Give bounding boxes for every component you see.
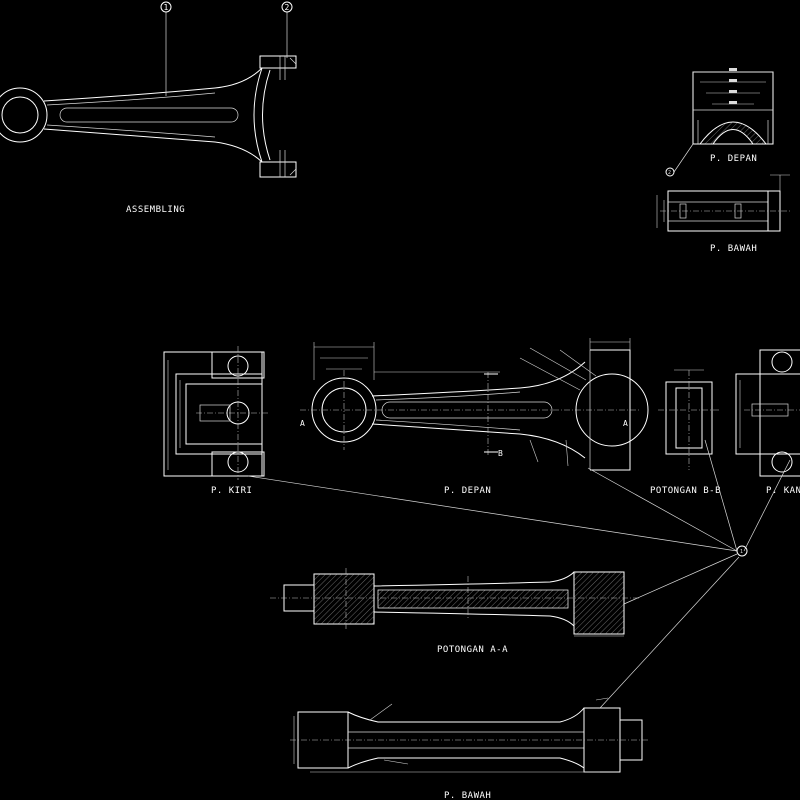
section-aa-label: POTONGAN A-A (437, 645, 508, 655)
balloon-1-main (736, 545, 748, 557)
section-bb-label: POTONGAN B-B (650, 486, 721, 496)
front-view-label: P. DEPAN (444, 486, 491, 496)
left-view: P. KIRI (163, 346, 270, 496)
balloon-1 (160, 1, 172, 13)
section-a-mark-left: A (300, 419, 305, 428)
section-aa-view: POTONGAN A-A (270, 568, 640, 655)
cap-bottom-label: P. BAWAH (710, 244, 757, 254)
cap-bottom-view: 2 P. BAWAH (656, 143, 790, 254)
balloon-2-number: 2 (285, 3, 290, 12)
cap-front-view: P. DEPAN (692, 68, 774, 164)
balloon-1-number: 1 (164, 3, 169, 12)
part-1-leaders: 1 (247, 439, 791, 709)
right-view-label: P. KAN (766, 486, 800, 496)
front-view: B A A P. DEPAN (300, 338, 649, 496)
bottom-view-label: P. BAWAH (444, 791, 491, 800)
section-bb-view: POTONGAN B-B (650, 369, 721, 496)
right-view: P. KAN (735, 349, 800, 496)
balloon-1-main-number: 1 (740, 549, 743, 555)
cap-balloon-2 (665, 167, 675, 177)
section-a-mark-right: A (623, 419, 628, 428)
assembling-view: 1 2 ASSEMBLING (0, 1, 297, 215)
section-b-mark: B (498, 449, 503, 458)
balloon-2 (281, 1, 293, 13)
cap-balloon-2-number: 2 (668, 170, 671, 176)
left-view-label: P. KIRI (211, 486, 252, 496)
cap-front-label: P. DEPAN (710, 154, 757, 164)
bottom-view: P. BAWAH (290, 697, 650, 800)
assembling-label: ASSEMBLING (126, 205, 185, 215)
